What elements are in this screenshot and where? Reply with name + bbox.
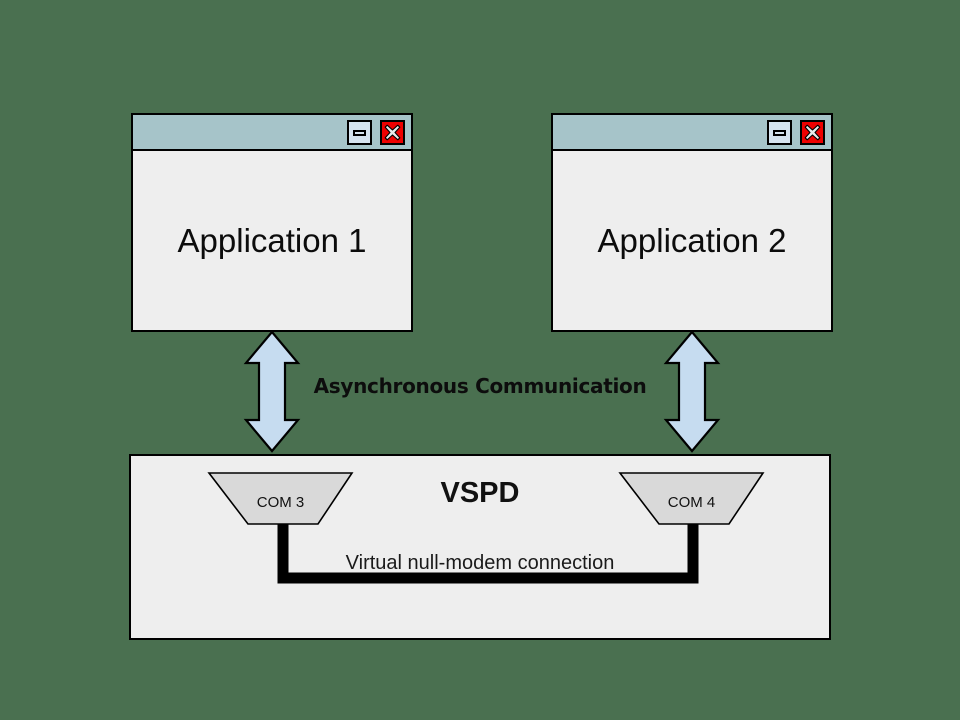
application-1-body: Application 1 [133, 151, 411, 330]
minimize-glyph [353, 129, 366, 136]
virtual-null-modem-connection-label: Virtual null-modem connection [345, 552, 615, 574]
titlebar-application-2 [553, 115, 831, 151]
port-shape-com-4[interactable] [618, 472, 765, 525]
double-headed-vertical-arrow-icon [663, 330, 721, 453]
port-shape-com-3[interactable] [207, 472, 354, 525]
close-icon[interactable] [800, 120, 825, 145]
asynchronous-communication-label: Asynchronous Communication [313, 374, 647, 398]
minimize-glyph [773, 129, 786, 136]
vspd-title: VSPD [440, 477, 520, 509]
close-x-glyph [384, 124, 401, 141]
application-window-1[interactable]: Application 1 [131, 113, 413, 332]
minimize-icon[interactable] [767, 120, 792, 145]
port-label-com-3: COM 3 [256, 494, 305, 511]
application-2-body: Application 2 [553, 151, 831, 330]
application-1-label: Application 1 [177, 221, 367, 259]
minimize-icon[interactable] [347, 120, 372, 145]
port-label-com-4: COM 4 [667, 494, 716, 511]
application-window-2[interactable]: Application 2 [551, 113, 833, 332]
close-icon[interactable] [380, 120, 405, 145]
titlebar-application-1 [133, 115, 411, 151]
window-controls-application-2 [767, 120, 825, 145]
close-x-glyph [804, 124, 821, 141]
double-headed-vertical-arrow-icon [243, 330, 301, 453]
null-modem-wire [277, 524, 699, 584]
window-controls-application-1 [347, 120, 405, 145]
application-2-label: Application 2 [597, 221, 787, 259]
